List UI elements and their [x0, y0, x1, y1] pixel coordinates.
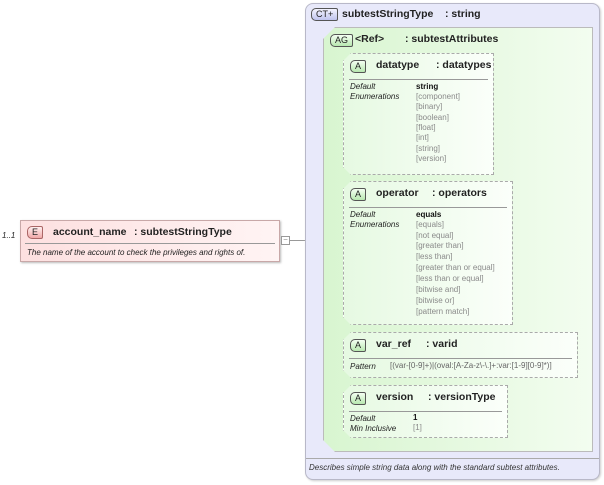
attribute-type: : datatypes: [436, 59, 492, 71]
element-account-name[interactable]: E account_name : subtestStringType The n…: [20, 220, 280, 262]
collapse-toggle[interactable]: −: [281, 236, 290, 245]
attribute-type: : varid: [426, 338, 458, 350]
facet-label: Default: [350, 210, 376, 219]
facet-label: Default: [350, 82, 376, 91]
default-value: equals: [416, 210, 442, 219]
attribute-datatype[interactable]: A datatype : datatypes Default Enumerati…: [343, 53, 494, 175]
attribute-type: : versionType: [428, 391, 496, 403]
element-description: The name of the account to check the pri…: [27, 248, 246, 257]
facet-label: Min Inclusive: [350, 424, 397, 433]
attribute-badge: A: [350, 60, 366, 73]
facet-label: Pattern: [350, 362, 376, 371]
facet-label: Enumerations: [350, 92, 400, 101]
enum-value: [greater than or equal]: [416, 263, 495, 272]
attribute-group-badge: AG: [330, 34, 354, 47]
element-badge: E: [27, 226, 44, 239]
attribute-type: : operators: [432, 187, 487, 199]
attribute-badge: A: [350, 392, 366, 405]
enum-value: [not equal]: [416, 231, 454, 240]
enum-value: [float]: [416, 123, 436, 132]
cardinality: 1..1: [2, 231, 16, 240]
complex-type-base: : string: [445, 8, 481, 20]
attribute-name: version: [376, 391, 414, 403]
min-inclusive-value: [1]: [413, 423, 422, 432]
default-value: string: [416, 82, 439, 91]
attribute-operator[interactable]: A operator : operators Default Enumerati…: [343, 181, 513, 325]
enum-value: [greater than]: [416, 241, 464, 250]
attribute-group-name: <Ref>: [355, 33, 385, 45]
enum-value: [boolean]: [416, 113, 449, 122]
complex-type-name: subtestStringType: [342, 8, 434, 20]
attribute-group-type: : subtestAttributes: [405, 33, 499, 45]
enum-value: [equals]: [416, 220, 445, 229]
element-type: : subtestStringType: [134, 226, 232, 238]
facet-label: Enumerations: [350, 220, 400, 229]
enum-value: [bitwise or]: [416, 296, 455, 305]
complex-type-badge: CT+: [311, 8, 339, 21]
enum-value: [string]: [416, 144, 441, 153]
pattern-value: [(var-[0-9]+)|(oval:[A-Za-z\-\.]+:var:[1…: [390, 361, 552, 370]
attribute-badge: A: [350, 188, 366, 201]
complex-type-description: Describes simple string data along with …: [309, 463, 560, 472]
attribute-badge: A: [350, 339, 366, 352]
facet-label: Default: [350, 414, 376, 423]
enum-value: [less than or equal]: [416, 274, 484, 283]
enum-value: [int]: [416, 133, 429, 142]
enum-value: [component]: [416, 92, 461, 101]
divider: [306, 458, 599, 459]
attribute-var-ref[interactable]: A var_ref : varid Pattern [(var-[0-9]+)|…: [343, 332, 578, 378]
enum-value: [version]: [416, 154, 447, 163]
enum-value: [pattern match]: [416, 307, 470, 316]
enum-value: [bitwise and]: [416, 285, 461, 294]
enum-value: [binary]: [416, 102, 443, 111]
attribute-name: var_ref: [376, 338, 412, 350]
attribute-name: operator: [376, 187, 419, 199]
element-name: account_name: [53, 226, 127, 238]
enum-value: [less than]: [416, 252, 453, 261]
default-value: 1: [413, 413, 418, 422]
attribute-name: datatype: [376, 59, 420, 71]
attribute-version[interactable]: A version : versionType Default Min Incl…: [343, 385, 508, 438]
